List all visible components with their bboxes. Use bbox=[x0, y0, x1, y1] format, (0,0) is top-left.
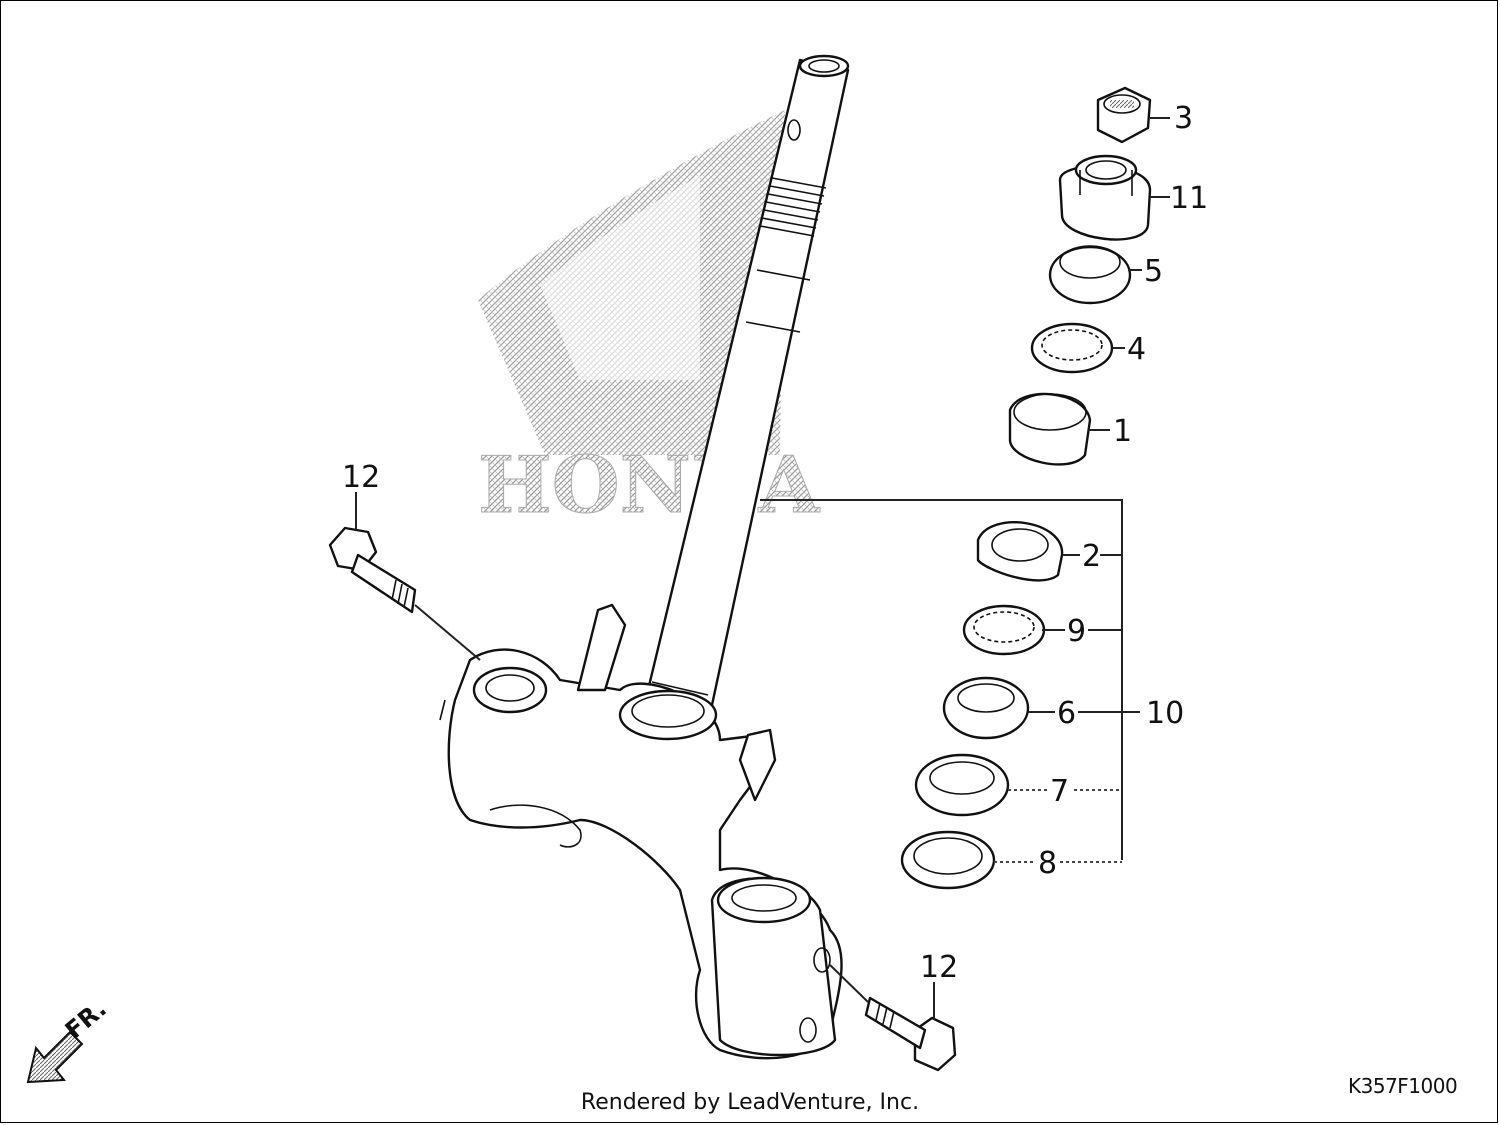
upper-bearing bbox=[1030, 322, 1114, 374]
svg-text:HONDA: HONDA bbox=[478, 440, 821, 531]
front-direction-arrow-icon: FR. bbox=[26, 995, 112, 1084]
lower-outer-race bbox=[976, 521, 1064, 582]
washer bbox=[900, 830, 996, 890]
diagram-part-code: K357F1000 bbox=[1348, 1074, 1458, 1098]
callout-9: 9 bbox=[1067, 614, 1086, 649]
leader-lines bbox=[355, 117, 1170, 1020]
callout-12-right: 12 bbox=[920, 950, 958, 985]
lower-inner-race bbox=[942, 676, 1030, 740]
lower-bearing bbox=[962, 604, 1046, 656]
adjusting-nut bbox=[1058, 154, 1152, 241]
bolt-right bbox=[829, 964, 957, 1072]
callout-7: 7 bbox=[1050, 774, 1069, 809]
dust-seal bbox=[914, 753, 1010, 817]
callout-11: 11 bbox=[1170, 181, 1208, 216]
bottom-bridge bbox=[439, 603, 843, 1060]
callout-12-left: 12 bbox=[342, 460, 380, 495]
callout-6: 6 bbox=[1057, 696, 1076, 731]
callouts: 3 11 5 4 1 2 9 6 10 7 8 12 12 bbox=[342, 101, 1208, 985]
upper-outer-race bbox=[1008, 392, 1092, 466]
bolt-left bbox=[328, 526, 481, 661]
upper-inner-race bbox=[1048, 245, 1132, 305]
footer-credit: Rendered by LeadVenture, Inc. bbox=[580, 1090, 920, 1115]
nut bbox=[1096, 86, 1152, 144]
honda-wing-logo bbox=[478, 110, 785, 455]
callout-2: 2 bbox=[1082, 539, 1101, 574]
callout-1: 1 bbox=[1113, 414, 1132, 449]
callout-10: 10 bbox=[1146, 696, 1184, 731]
callout-5: 5 bbox=[1144, 254, 1163, 289]
callout-8: 8 bbox=[1038, 846, 1057, 881]
callout-4: 4 bbox=[1127, 332, 1146, 367]
honda-watermark-text: HONDA bbox=[478, 440, 822, 532]
callout-3: 3 bbox=[1174, 101, 1193, 136]
